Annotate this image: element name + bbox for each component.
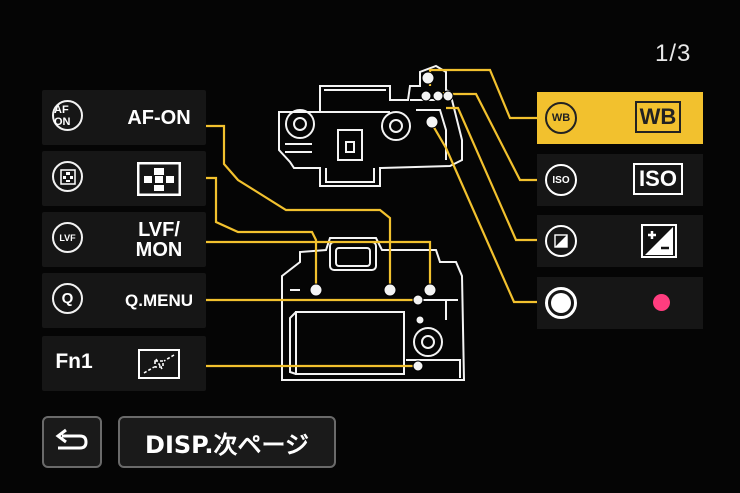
q-menu-row[interactable]: Q Q.MENU bbox=[42, 273, 206, 328]
af-area-label bbox=[112, 151, 206, 206]
af-area-row[interactable] bbox=[42, 151, 206, 206]
af-area-grid-icon bbox=[52, 161, 83, 192]
page-indicator: 1/3 bbox=[655, 40, 692, 67]
exposure-comp-row[interactable] bbox=[537, 215, 703, 267]
wb-badge: WB bbox=[635, 101, 681, 133]
exposure-comp-icon bbox=[645, 227, 673, 255]
fn1-row[interactable]: Fn1 bbox=[42, 336, 206, 391]
record-dot-icon bbox=[653, 294, 670, 311]
disp-next-page-label: DISP.次ページ bbox=[145, 430, 309, 459]
af-on-label: AF-ON bbox=[127, 106, 191, 129]
q-circle-icon: Q bbox=[52, 283, 83, 314]
af-area-symbol-icon bbox=[137, 161, 181, 196]
lvf-mon-row[interactable]: LVF LVF/ MON bbox=[42, 212, 206, 267]
exposure-comp-badge bbox=[641, 224, 677, 258]
return-arrow-icon bbox=[55, 428, 88, 450]
lvf-mon-label-line1: LVF/ bbox=[138, 218, 180, 241]
connector-dots bbox=[309, 71, 454, 372]
lvf-mon-label-line2: MON bbox=[135, 238, 183, 261]
lvf-circle-icon: LVF bbox=[52, 222, 83, 253]
lvf-mon-label: LVF/ MON bbox=[112, 212, 206, 267]
wb-circle-icon: WB bbox=[545, 102, 577, 134]
q-menu-label: Q.MENU bbox=[125, 290, 193, 310]
disp-next-page-button[interactable]: DISP.次ページ bbox=[118, 416, 336, 468]
frame-marker-icon bbox=[138, 348, 180, 379]
iso-badge: ISO bbox=[633, 163, 683, 195]
iso-row[interactable]: ISO ISO bbox=[537, 154, 703, 206]
back-button[interactable] bbox=[42, 416, 102, 468]
af-on-row[interactable]: AF ON AF-ON bbox=[42, 90, 206, 145]
camera-back-view-icon bbox=[281, 237, 466, 381]
connector-lines bbox=[206, 68, 537, 368]
record-circle-icon bbox=[545, 287, 577, 319]
exposure-comp-circle-icon bbox=[545, 225, 577, 257]
iso-circle-icon: ISO bbox=[545, 164, 577, 196]
fn1-icon: Fn1 bbox=[55, 349, 93, 373]
fn1-label bbox=[112, 336, 206, 391]
record-row[interactable] bbox=[537, 277, 703, 329]
wb-row[interactable]: WB WB bbox=[537, 92, 703, 144]
af-on-circle-icon: AF ON bbox=[52, 100, 83, 131]
